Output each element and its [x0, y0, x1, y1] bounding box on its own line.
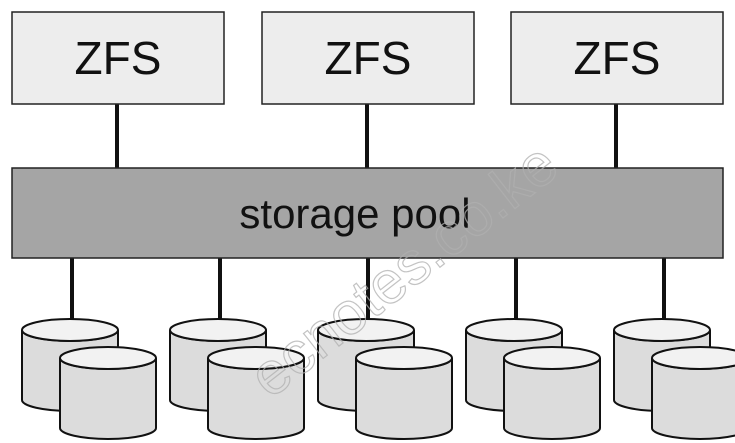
fs-box-rect — [510, 11, 724, 105]
disk-top — [355, 346, 453, 370]
disk-top — [503, 346, 601, 370]
disk-group — [317, 318, 453, 440]
fs-label: ZFS — [75, 32, 162, 84]
fs-box-2: ZFS — [261, 11, 475, 105]
disk-groups — [21, 318, 735, 440]
disk-group — [613, 318, 735, 440]
disk-body — [59, 357, 157, 440]
fs-box-1: ZFS — [11, 11, 225, 105]
disk-cylinder — [59, 346, 157, 440]
disk-connectors — [70, 258, 666, 325]
disk-top — [207, 346, 305, 370]
disk-top — [59, 346, 157, 370]
disk-top — [613, 318, 711, 342]
storage-pool-rect — [11, 167, 724, 259]
disk-cylinder — [207, 346, 305, 440]
disk-top — [317, 318, 415, 342]
disk-top — [651, 346, 735, 370]
fs-box-rect — [11, 11, 225, 105]
disk-cylinder — [355, 346, 453, 440]
fs-box-3: ZFS — [510, 11, 724, 105]
disk-group — [169, 318, 305, 440]
disk-group — [21, 318, 157, 440]
disk-cylinder — [651, 346, 735, 440]
disk-body — [651, 357, 735, 440]
disk-top — [465, 318, 563, 342]
disk-cylinder — [503, 346, 601, 440]
fs-label: ZFS — [325, 32, 412, 84]
disk-body — [503, 357, 601, 440]
fs-label: ZFS — [574, 32, 661, 84]
disk-top — [21, 318, 119, 342]
fs-connectors — [115, 104, 618, 168]
disk-body — [355, 357, 453, 440]
fs-box-rect — [261, 11, 475, 105]
storage-pool-label: storage pool — [239, 190, 470, 237]
storage-pool: storage pool — [11, 167, 724, 259]
disk-top — [169, 318, 267, 342]
disk-group — [465, 318, 601, 440]
